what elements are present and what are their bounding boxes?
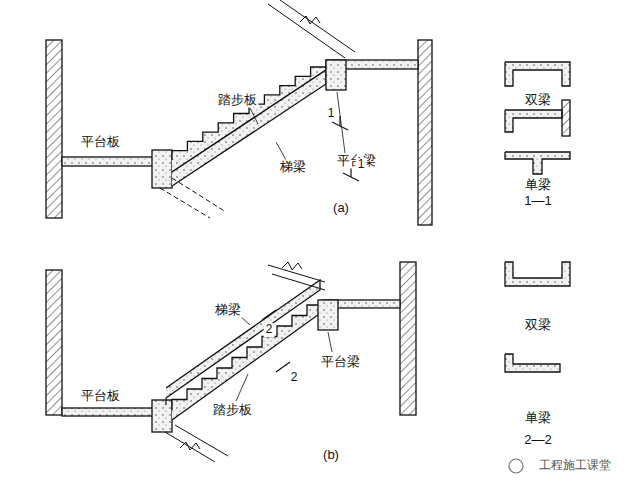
section-mark [350,167,351,177]
section-number: 2 [264,323,275,337]
figure-label: (a) [331,201,351,216]
break-line [282,262,302,270]
part-label: 踏步板 [216,93,259,108]
upper-flight [280,0,355,52]
wall [562,100,570,136]
wall [46,270,62,415]
platform-slab [62,157,154,166]
double-beam-section [505,62,570,86]
section-caption: 双梁 [523,93,553,108]
leader-line [337,92,345,153]
section-number: 1 [356,158,367,172]
upper-flight [268,4,345,58]
stair-stringer [165,398,166,405]
watermark-icon [509,459,523,473]
section-caption: 双梁 [523,318,553,333]
lower-flight [172,178,226,212]
break-line [180,442,200,450]
platform-slab [62,408,154,416]
part-label: 平台梁 [319,355,362,370]
section-number: 2 [289,371,300,385]
platform-beam [152,150,172,188]
stair-stringer [172,70,326,186]
leader-line [276,142,286,160]
stair-stringer [166,280,320,398]
lower-flight [160,188,210,218]
beam-section [505,110,562,132]
step-slab [172,305,322,420]
wall [400,262,416,415]
wall [46,40,62,218]
single-beam-section [505,152,570,174]
single-beam-section [505,354,560,372]
platform-beam [318,300,338,330]
part-label: 平台板 [79,389,122,404]
leader-line [328,332,332,352]
platform-beam [326,60,346,90]
figure-label: (b) [321,448,341,463]
part-label: 梯梁 [213,303,243,318]
part-label: 踏步板 [211,403,254,418]
lower-flight [165,432,215,462]
leader-line [250,108,258,124]
section-number: 1 [326,107,337,121]
lower-flight [175,425,228,456]
part-label: 平台板 [79,135,122,150]
upper-flight [268,265,325,282]
platform-beam [152,400,172,432]
double-beam-section [505,262,570,286]
section-title: 1—1 [522,194,553,209]
wall [418,40,432,225]
section-mark [262,310,276,320]
break-line [300,16,320,24]
section-caption: 单梁 [523,411,553,426]
section-title: 2—2 [522,433,553,448]
part-label: 梯梁 [278,160,308,175]
watermark: 工程施工课堂 [537,459,613,473]
section-caption: 单梁 [523,178,553,193]
leader-line [236,374,248,401]
upper-flight [272,274,325,290]
